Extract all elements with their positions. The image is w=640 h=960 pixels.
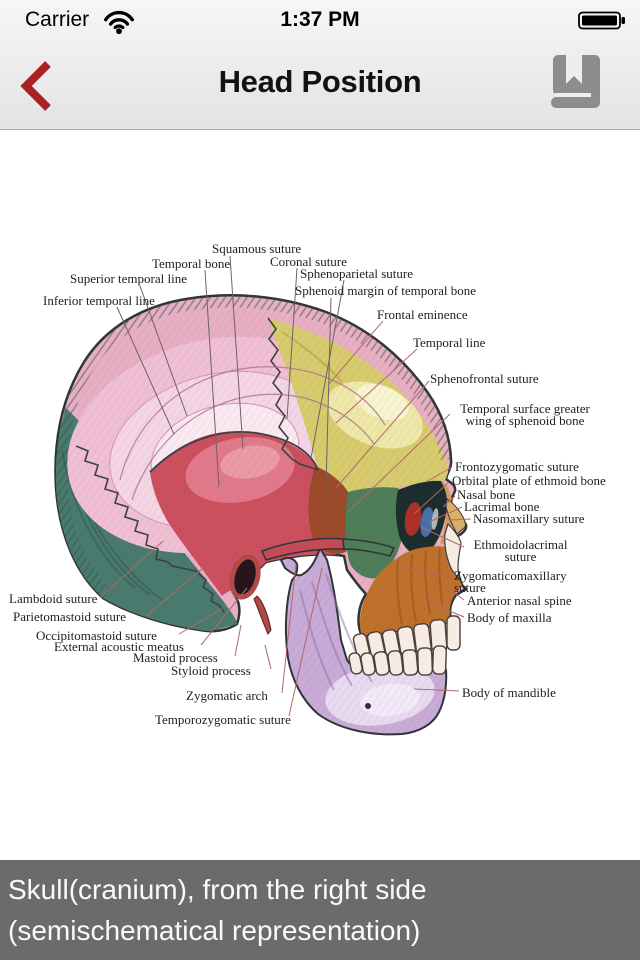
figure-label: Styloid process	[171, 663, 251, 678]
figure-label: Temporal bone	[152, 256, 231, 271]
back-button[interactable]	[10, 58, 60, 113]
book-bookmark-icon	[551, 55, 600, 108]
status-icons	[104, 10, 625, 35]
figure-label: Inferior temporal line	[43, 293, 155, 308]
figure-label: Squamous suture	[212, 241, 302, 256]
figure-label: Sphenofrontal suture	[430, 371, 539, 386]
battery-icon	[578, 11, 625, 30]
caption-text: Skull(cranium), from the right side (sem…	[8, 874, 427, 946]
figure-label: Occipitomastoid suture	[36, 628, 157, 643]
caption-bar: Skull(cranium), from the right side (sem…	[0, 860, 640, 960]
figure-label: Temporozygomatic suture	[155, 712, 291, 727]
ear-opening	[229, 554, 261, 600]
carrier-label: Carrier	[25, 8, 90, 31]
figure-label: Coronal suture	[270, 254, 347, 269]
figure-label: Nasal bone	[457, 487, 516, 502]
figure-label: Zygomatic arch	[186, 688, 268, 703]
figure-label: Superior temporal line	[70, 271, 187, 286]
clock: 1:37 PM	[280, 8, 360, 31]
figure-label: Sphenoid margin of temporal bone	[295, 283, 477, 298]
chevron-left-icon	[20, 61, 51, 111]
figure-label: Parietomastoid suture	[13, 609, 127, 624]
figure-label: Body of mandible	[462, 685, 556, 700]
navigation-bar: Head Position	[0, 40, 640, 130]
figure-label: Orbital plate of ethmoid bone	[452, 473, 606, 488]
mandible	[279, 545, 448, 736]
leader-lines-dark	[116, 255, 345, 488]
figure-label: Sphenoparietal suture	[300, 266, 413, 281]
teeth	[348, 615, 461, 676]
page-title: Head Position	[218, 64, 422, 99]
wifi-icon	[104, 10, 134, 35]
figure-label: Lacrimal bone	[464, 499, 540, 514]
figure-label: Mastoid process	[133, 650, 218, 665]
figure-label: Temporal line	[413, 335, 486, 350]
figure-label: Zygomaticomaxillary suture	[454, 568, 567, 595]
figure-label: Anterior nasal spine	[467, 593, 572, 608]
styloid-process-shape	[253, 595, 272, 635]
figure-label: Body of maxilla	[467, 610, 552, 625]
skull-illustration	[54, 255, 472, 736]
header: Carrier 1:37 PM Head Positi	[0, 0, 640, 130]
figure-label: Nasomaxillary suture	[473, 511, 585, 526]
figure-label: Frontal eminence	[377, 307, 468, 322]
figure-label: External acoustic meatus	[54, 639, 184, 654]
figure-label: Ethmoidolacrimal suture	[473, 537, 568, 564]
bookmark-button[interactable]	[540, 52, 612, 118]
figure-label: Lambdoid suture	[9, 591, 98, 606]
status-bar: Carrier 1:37 PM	[0, 0, 640, 40]
leader-lines	[100, 320, 472, 717]
figure-area[interactable]: Squamous suture Temporal bone Coronal su…	[0, 130, 640, 860]
figure-label: Temporal surface greater wing of sphenoi…	[460, 401, 590, 428]
figure-label: Frontozygomatic suture	[455, 459, 579, 474]
